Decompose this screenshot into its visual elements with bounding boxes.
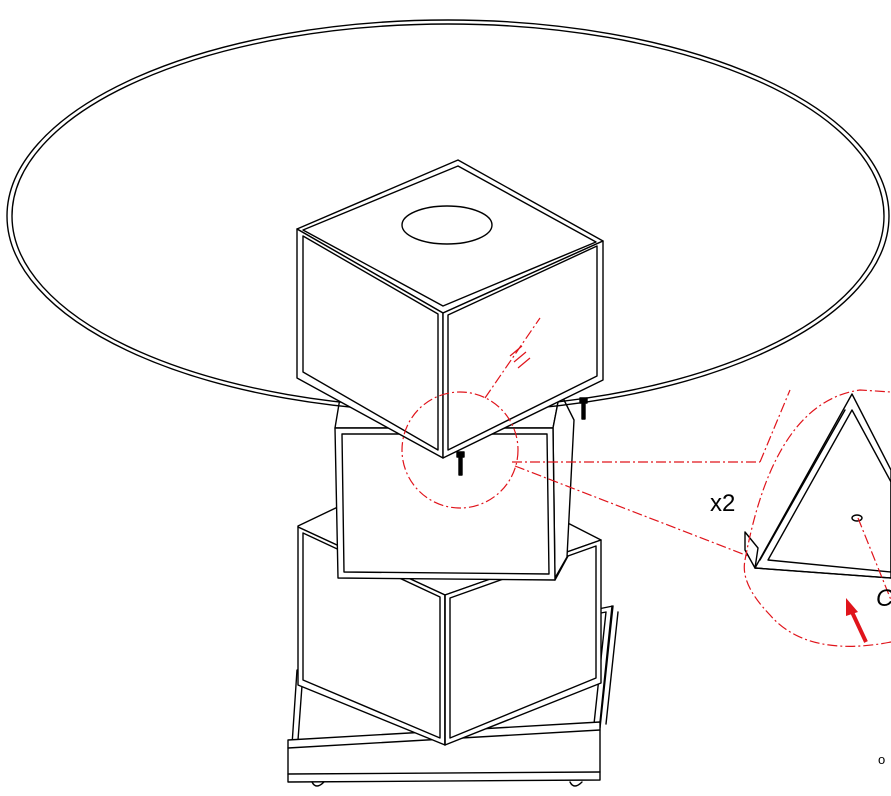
tiny-corner-glyph: o [878,752,886,767]
tilt-marks [509,345,531,369]
detail-triangle [744,393,891,579]
top-cube-disc [401,205,493,245]
insertion-arrow [846,598,868,643]
partial-callout-glyph: C [876,585,891,613]
quantity-label: x2 [710,490,736,517]
screws [456,397,588,476]
top-cube [296,159,604,459]
detail-callout [401,317,891,647]
callout-balloon [743,389,891,647]
callout-circle [401,391,519,509]
